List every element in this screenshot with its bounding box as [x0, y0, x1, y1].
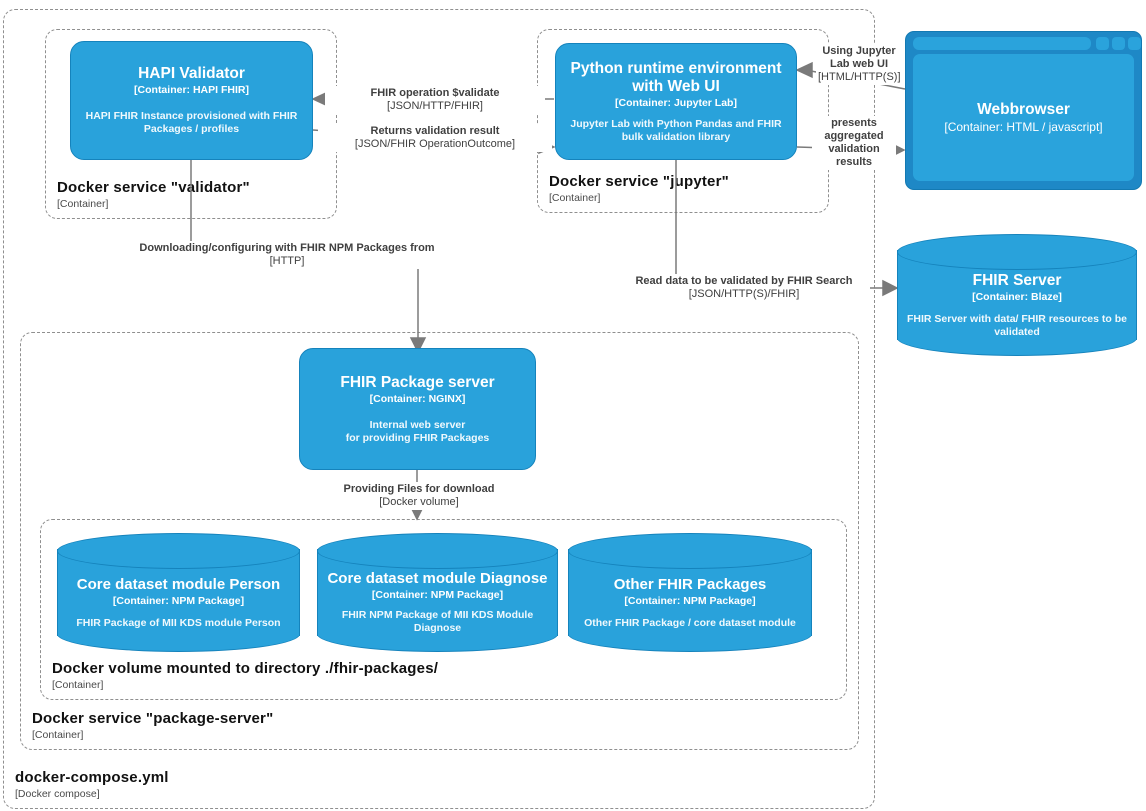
node-person-description: FHIR Package of MII KDS module Person [76, 616, 281, 629]
node-fhir-server-title: FHIR Server [972, 271, 1062, 289]
node-webbrowser: Webbrowser [Container: HTML / javascript… [905, 31, 1142, 190]
relationship-returns-text: Returns validation result [370, 125, 500, 137]
browser-content: Webbrowser [Container: HTML / javascript… [913, 54, 1134, 181]
node-fhir-server: FHIR Server [Container: Blaze] FHIR Serv… [897, 234, 1137, 356]
node-python-type: [Container: Jupyter Lab] [615, 96, 737, 109]
boundary-jupyter-title: Docker service "jupyter" [549, 173, 729, 190]
node-webbrowser-title: Webbrowser [977, 101, 1070, 118]
node-python-description: Jupyter Lab with Python Pandas and FHIR … [570, 117, 782, 143]
node-diagnose-description: FHIR NPM Package of MII KDS Module Diagn… [341, 609, 534, 634]
relationship-label-validate: FHIR operation $validate [JSON/HTTP/FHIR… [325, 86, 545, 114]
arrowhead-download [409, 337, 427, 354]
node-fhir-server-type: [Container: Blaze] [972, 290, 1062, 303]
node-other-type: [Container: NPM Package] [624, 594, 756, 607]
node-hapi-title: HAPI Validator [138, 65, 245, 82]
relationship-label-providing: Providing Files for download [Docker vol… [330, 482, 508, 510]
relationship-using-proto: [HTML/HTTP(S)] [818, 71, 901, 83]
cylinder-shape [897, 234, 1137, 270]
boundary-validator-title: Docker service "validator" [57, 179, 250, 196]
node-hapi-validator: HAPI Validator [Container: HAPI FHIR] HA… [70, 41, 313, 160]
boundary-docker-volume: Docker volume mounted to directory ./fhi… [40, 519, 847, 700]
node-other-title: Other FHIR Packages [613, 575, 767, 593]
boundary-docker-compose-title: docker-compose.yml [15, 769, 169, 786]
connector-read [675, 160, 884, 289]
relationship-presents-text: presents aggregated validation results [824, 117, 884, 168]
node-other-description: Other FHIR Package / core dataset module [584, 616, 796, 629]
boundary-docker-compose: docker-compose.yml [Docker compose] [3, 9, 875, 809]
node-person-title: Core dataset module Person [76, 575, 281, 593]
boundary-service-package-server: Docker service "package-server" [Contain… [20, 332, 859, 750]
node-package-server-description: Internal web server for providing FHIR P… [345, 418, 490, 444]
node-fhir-server-description: FHIR Server with data/ FHIR resources to… [907, 312, 1127, 338]
boundary-volume-title: Docker volume mounted to directory ./fhi… [52, 660, 439, 677]
node-hapi-type: [Container: HAPI FHIR] [134, 84, 249, 96]
node-diagnose-type: [Container: NPM Package] [371, 589, 504, 601]
node-diagnose-title: Core dataset module Diagnose [327, 570, 548, 587]
browser-button-icon [1128, 37, 1141, 50]
boundary-package-server-type: [Container] [32, 729, 84, 741]
relationship-label-using: Using Jupyter Lab web UI [HTML/HTTP(S)] [816, 44, 902, 85]
boundary-jupyter-type: [Container] [549, 192, 601, 204]
relationship-read-text: Read data to be validated by FHIR Search [635, 275, 853, 287]
browser-address-bar [913, 37, 1091, 50]
relationship-providing-text: Providing Files for download [343, 483, 495, 495]
relationship-download-text: Downloading/configuring with FHIR NPM Pa… [139, 242, 435, 254]
relationship-label-presents: presents aggregated validation results [812, 116, 896, 170]
node-webbrowser-type: [Container: HTML / javascript] [944, 120, 1103, 134]
node-person-type: [Container: NPM Package] [112, 594, 245, 607]
boundary-docker-compose-type: [Docker compose] [15, 788, 100, 800]
cylinder-shape [317, 533, 558, 569]
arrowhead-read [882, 279, 899, 297]
browser-button-icon [1112, 37, 1125, 50]
relationship-label-download: Downloading/configuring with FHIR NPM Pa… [133, 241, 441, 269]
relationship-label-read: Read data to be validated by FHIR Search… [618, 274, 870, 302]
boundary-validator-type: [Container] [57, 198, 109, 210]
node-other-fhir-packages: Other FHIR Packages [Container: NPM Pack… [568, 533, 812, 652]
relationship-read-proto: [JSON/HTTP(S)/FHIR] [688, 288, 800, 300]
node-package-server-title: FHIR Package server [340, 373, 495, 391]
node-package-server-type: [Container: NGINX] [369, 392, 466, 405]
arrowhead-using [795, 61, 813, 79]
node-python-runtime: Python runtime environment with Web UI [… [555, 43, 797, 160]
browser-button-icon [1096, 37, 1109, 50]
boundary-volume-type: [Container] [52, 679, 104, 691]
relationship-label-returns: Returns validation result [JSON/FHIR Ope… [318, 124, 552, 152]
node-core-dataset-person: Core dataset module Person [Container: N… [57, 533, 300, 652]
relationship-providing-proto: [Docker volume] [379, 496, 459, 508]
relationship-validate-proto: [JSON/HTTP/FHIR] [387, 100, 483, 112]
node-fhir-package-server: FHIR Package server [Container: NGINX] I… [299, 348, 536, 470]
relationship-using-text: Using Jupyter Lab web UI [822, 45, 896, 70]
node-python-title: Python runtime environment with Web UI [570, 59, 782, 95]
node-core-dataset-diagnose: Core dataset module Diagnose [Container:… [317, 533, 558, 652]
relationship-returns-proto: [JSON/FHIR OperationOutcome] [354, 138, 516, 150]
relationship-download-proto: [HTTP] [269, 255, 305, 267]
cylinder-shape [57, 533, 300, 569]
boundary-service-jupyter: Docker service "jupyter" [Container] [537, 29, 829, 213]
cylinder-shape [568, 533, 812, 569]
boundary-package-server-title: Docker service "package-server" [32, 710, 274, 727]
relationship-validate-text: FHIR operation $validate [370, 87, 500, 99]
node-hapi-description: HAPI FHIR Instance provisioned with FHIR… [85, 110, 298, 135]
